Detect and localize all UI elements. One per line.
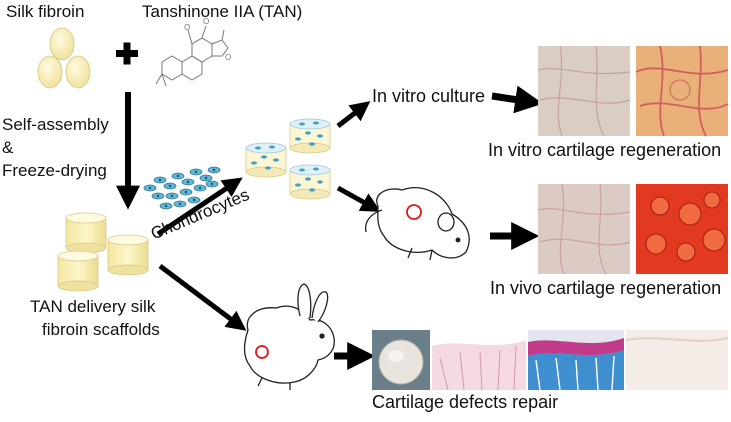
rabbit-icon xyxy=(243,283,335,390)
self-assembly-label: Self-assembly xyxy=(2,115,109,134)
freeze-drying-label: Freeze-drying xyxy=(2,161,107,180)
scaffold-cylinders xyxy=(57,212,149,292)
plus-icon xyxy=(116,42,138,65)
in-vivo-result-label: In vivo cartilage regeneration xyxy=(490,278,722,298)
svg-text:O: O xyxy=(203,17,209,26)
defect-repair-images xyxy=(372,330,729,391)
cell-seeded-scaffolds xyxy=(245,118,331,200)
silk-fibroin-particles xyxy=(37,27,91,89)
mouse-icon xyxy=(364,187,470,261)
arrow-to-seeded-scaffolds xyxy=(156,177,243,237)
implant-site-marker-rabbit xyxy=(255,345,269,359)
in-vitro-result-label: In vitro cartilage regeneration xyxy=(488,140,722,160)
scaffold-label-line1: TAN delivery silk xyxy=(30,297,156,316)
svg-text:O: O xyxy=(184,23,190,32)
arrow-in-vitro-to-images xyxy=(491,85,544,114)
tanshinone-label: Tanshinone IIA (TAN) xyxy=(142,2,303,21)
in-vitro-culture-label: In vitro culture xyxy=(372,86,486,106)
arrow-to-mouse xyxy=(336,185,381,212)
defect-repair-label: Cartilage defects repair xyxy=(372,392,559,412)
in-vitro-histology-images xyxy=(537,45,729,137)
svg-text:O: O xyxy=(225,53,231,62)
silk-fibroin-label: Silk fibroin xyxy=(6,2,85,21)
arrow-to-in-vitro xyxy=(336,101,371,128)
arrow-to-rabbit xyxy=(158,264,247,331)
ampersand-label: & xyxy=(2,138,14,157)
tanshinone-structure-icon: O O O xyxy=(155,17,231,87)
in-vivo-histology-images xyxy=(537,183,728,275)
scaffold-label-line2: fibroin scaffolds xyxy=(42,320,160,339)
implant-site-marker-mouse xyxy=(406,204,422,220)
